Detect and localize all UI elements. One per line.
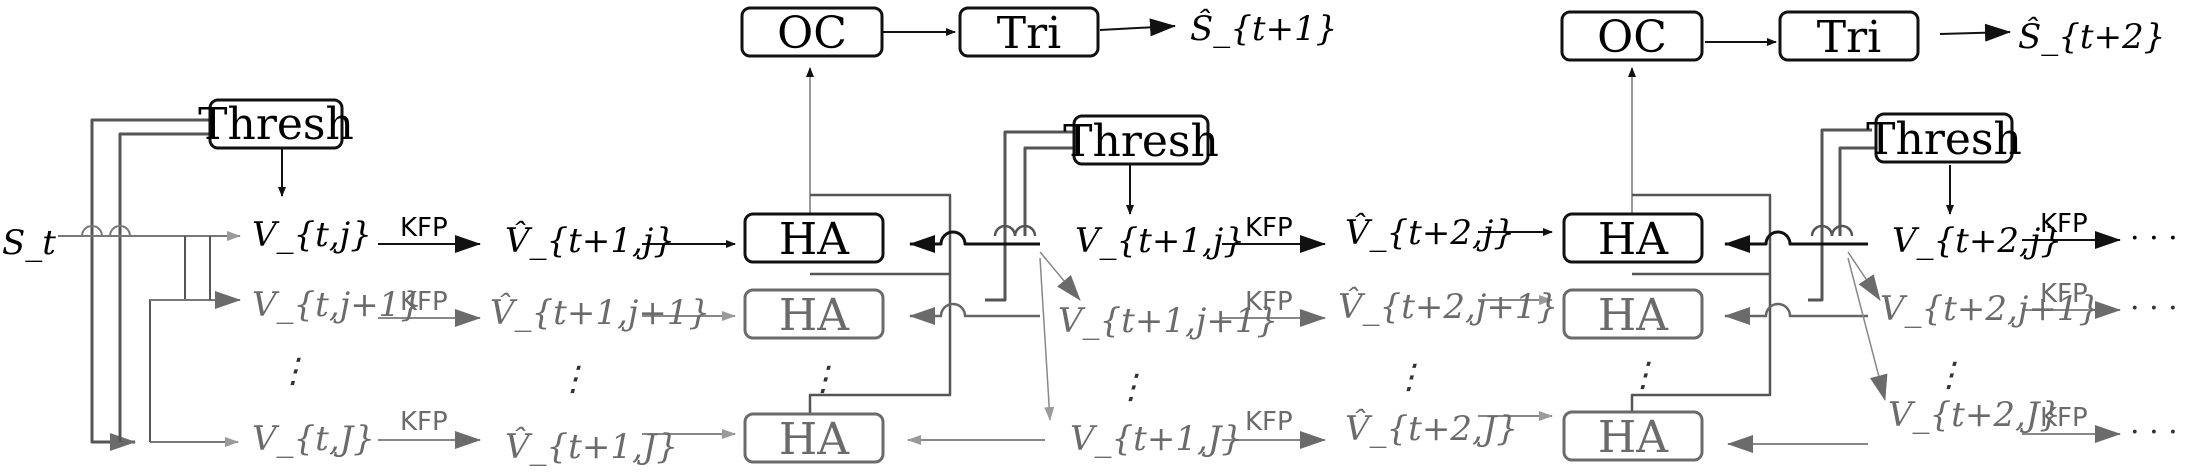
ha-box-2-j1: [1562, 288, 1704, 340]
var-pred2-j1: V̂_{t+2,j+1}: [1338, 286, 1558, 327]
var-stage0-j: V_{t,j}: [252, 215, 372, 255]
ha-label-2-j: HA: [1598, 214, 1669, 265]
var-stage1-j: V_{t+1,j}: [1075, 221, 1245, 261]
kfp-arrows-stage2: [2022, 231, 2121, 443]
thresh-label-0: Thresh: [198, 99, 354, 150]
kfp-label-0-J: KFP: [400, 407, 448, 437]
oc-box-1: [740, 6, 884, 58]
var-pred1-j1: V̂_{t+1,j+1}: [490, 292, 710, 333]
cdots-J: · · ·: [2130, 415, 2178, 450]
vdots-ha2: ⋮: [1626, 355, 1660, 395]
vdots-ha1: ⋮: [806, 359, 840, 399]
ha-box-2-j: [1562, 212, 1704, 264]
thresh-box-0: [208, 98, 344, 150]
var-pred2-j: V̂_{t+2,j}: [1345, 212, 1515, 253]
thresh-box-2: [1874, 112, 2014, 164]
var-pred2-J: V̂_{t+2,J}: [1345, 408, 1518, 449]
ha-label-1-j: HA: [779, 214, 850, 265]
s-hat-t1-label: Ŝ_{t+1}: [1190, 8, 1337, 49]
kfp-label-1-j1: KFP: [1245, 287, 1293, 317]
var-stage0-j1: V_{t,j+1}: [252, 285, 422, 325]
var-stage2-j1: V_{t+2,j+1}: [1880, 289, 2100, 329]
tri-box-1: [958, 6, 1100, 58]
vdots-stage1: ⋮: [1114, 367, 1148, 407]
cdots-j: · · ·: [2130, 221, 2178, 256]
kfp-label-1-j: KFP: [1245, 213, 1293, 243]
ha-label-1-j1: HA: [779, 290, 850, 341]
kfp-label-0-j: KFP: [400, 213, 448, 243]
vdots-stage0: ⋮: [276, 351, 310, 391]
pred1-to-ha-arrows: [642, 240, 736, 439]
ha-box-1-J: [743, 412, 885, 464]
ha-label-1-J: HA: [779, 414, 850, 465]
oc-box-2: [1560, 10, 1704, 62]
thresh-box-1: [1072, 114, 1210, 166]
thresh-label-1: Thresh: [1063, 116, 1219, 167]
stage0-wires: [58, 118, 286, 451]
s-hat-t2-label: Ŝ_{t+2}: [2018, 16, 2165, 57]
tri-box-2: [1778, 10, 1920, 62]
var-stage2-j: V_{t+2,j}: [1892, 221, 2062, 261]
oc-label-2: OC: [1597, 12, 1667, 63]
kfp-label-2-J: KFP: [2040, 403, 2088, 433]
var-pred1-j: V̂_{t+1,j}: [505, 220, 675, 261]
s-t-label: S_t: [2, 223, 56, 263]
kfp-label-2-j1: KFP: [2040, 279, 2088, 309]
var-pred1-J: V̂_{t+1,J}: [505, 426, 678, 467]
pred2-to-ha-arrows: [1478, 228, 1553, 421]
ha-label-2-J: HA: [1598, 412, 1669, 463]
ha-box-2-J: [1562, 410, 1704, 462]
vdots-pred2: ⋮: [1392, 357, 1426, 397]
ha-box-1-j1: [743, 288, 885, 340]
var-stage1-j1: V_{t+1,j+1}: [1058, 301, 1278, 341]
kfp-label-2-j: KFP: [2040, 209, 2088, 239]
var-stage0-J: V_{t,J}: [252, 419, 375, 459]
stage1-wires: [806, 18, 1176, 445]
thresh-label-2: Thresh: [1866, 114, 2022, 165]
stage2-wires: [1628, 23, 2011, 453]
kfp-arrows-stage0: [378, 235, 481, 449]
ha-label-2-j1: HA: [1598, 290, 1669, 341]
vdots-stage2: ⋮: [1932, 355, 1966, 395]
var-stage2-J: V_{t+2,J}: [1888, 395, 2061, 435]
kfp-arrows-stage1: [1222, 235, 1326, 449]
var-stage1-J: V_{t+1,J}: [1070, 419, 1243, 459]
vdots-pred1: ⋮: [556, 359, 590, 399]
tri-label-1: Tri: [997, 8, 1061, 59]
cdots-j1: · · ·: [2130, 291, 2178, 326]
oc-label-1: OC: [777, 8, 847, 59]
tri-label-2: Tri: [1817, 12, 1881, 63]
kfp-label-0-j1: KFP: [400, 287, 448, 317]
kfp-label-1-J: KFP: [1245, 407, 1293, 437]
ha-box-1-j: [743, 212, 885, 264]
